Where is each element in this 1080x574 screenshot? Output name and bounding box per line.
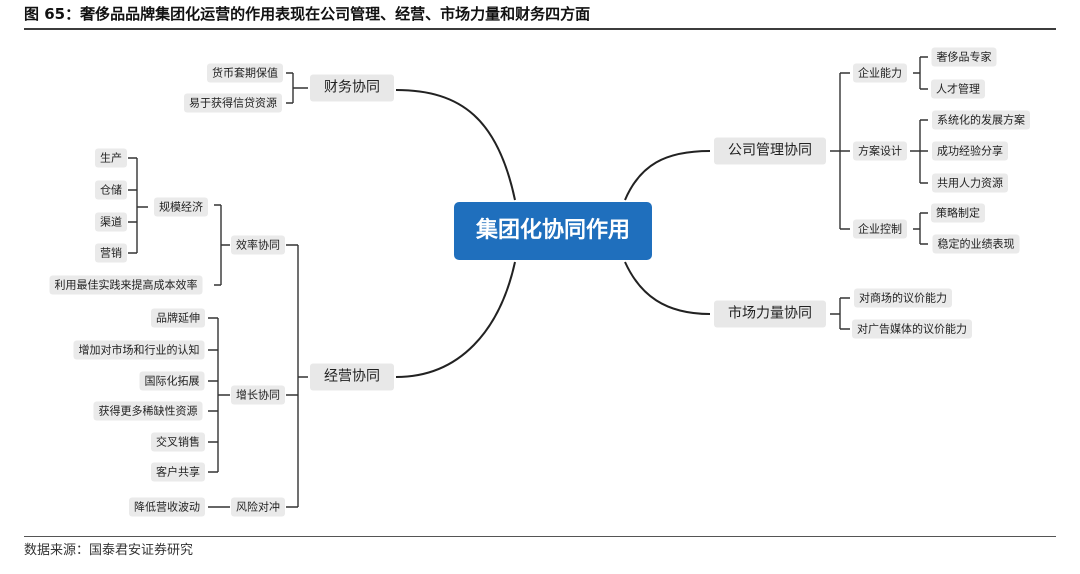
node-nengli: 企业能力 xyxy=(853,63,907,83)
link-zengzhang xyxy=(208,317,230,473)
leaf-shichang-1: 对商场的议价能力 xyxy=(854,288,952,308)
curve-center-shichang xyxy=(624,261,711,315)
leaf-zengzhang-6: 客户共享 xyxy=(151,462,205,482)
leaf-shichang-2: 对广告媒体的议价能力 xyxy=(852,319,972,339)
curve-center-jingying xyxy=(395,261,516,378)
link-fangan xyxy=(910,119,928,184)
leaf-guimo-3: 渠道 xyxy=(95,212,127,232)
leaf-fengxian-1: 降低营收波动 xyxy=(129,497,205,517)
leaf-caiwu-2: 易于获得信贷资源 xyxy=(184,93,282,113)
source-rule xyxy=(24,536,1056,537)
leaf-caiwu-1: 货币套期保值 xyxy=(207,63,283,83)
center-node: 集团化协同作用 xyxy=(453,202,653,260)
title-rule xyxy=(24,28,1056,30)
leaf-zengzhang-3: 国际化拓展 xyxy=(139,371,205,391)
leaf-zengzhang-4: 获得更多稀缺性资源 xyxy=(93,401,203,421)
leaf-xiaolv-best: 利用最佳实践来提高成本效率 xyxy=(49,275,203,295)
leaf-fangan-1: 系统化的发展方案 xyxy=(932,110,1030,130)
node-kongzhi: 企业控制 xyxy=(853,219,907,239)
leaf-nengli-1: 奢侈品专家 xyxy=(931,47,997,67)
node-guanli: 公司管理协同 xyxy=(714,137,826,165)
leaf-fangan-3: 共用人力资源 xyxy=(932,173,1008,193)
link-kongzhi xyxy=(913,212,928,245)
leaf-fangan-2: 成功经验分享 xyxy=(932,141,1008,161)
node-guimo: 规模经济 xyxy=(154,197,208,217)
leaf-zengzhang-5: 交叉销售 xyxy=(151,432,205,452)
leaf-zengzhang-2: 增加对市场和行业的认知 xyxy=(73,340,205,360)
link-shichang xyxy=(830,297,850,330)
node-fangan: 方案设计 xyxy=(853,141,907,161)
link-xiaolv xyxy=(214,204,230,286)
link-caiwu xyxy=(286,72,308,104)
node-zengzhang: 增长协同 xyxy=(231,385,285,405)
leaf-zengzhang-1: 品牌延伸 xyxy=(151,308,205,328)
leaf-kongzhi-1: 策略制定 xyxy=(931,203,985,223)
leaf-guimo-4: 营销 xyxy=(95,243,127,263)
source-note: 数据来源：国泰君安证券研究 xyxy=(24,543,194,558)
leaf-kongzhi-2: 稳定的业绩表现 xyxy=(932,234,1020,254)
leaf-guimo-1: 生产 xyxy=(95,148,127,168)
link-nengli xyxy=(913,56,928,90)
node-shichang: 市场力量协同 xyxy=(714,300,826,328)
leaf-nengli-2: 人才管理 xyxy=(931,79,985,99)
figure-title: 图 65：奢侈品品牌集团化运营的作用表现在公司管理、经营、市场力量和财务四方面 xyxy=(24,5,591,23)
link-jingying xyxy=(286,244,308,508)
link-guimo xyxy=(128,157,148,254)
curve-center-guanli xyxy=(624,150,711,201)
node-xiaolv: 效率协同 xyxy=(231,235,285,255)
link-guanli xyxy=(830,72,850,230)
node-fengxian: 风险对冲 xyxy=(231,497,285,517)
leaf-guimo-2: 仓储 xyxy=(95,180,127,200)
node-caiwu: 财务协同 xyxy=(310,74,394,102)
node-jingying: 经营协同 xyxy=(310,363,394,391)
curve-center-caiwu xyxy=(395,89,516,201)
